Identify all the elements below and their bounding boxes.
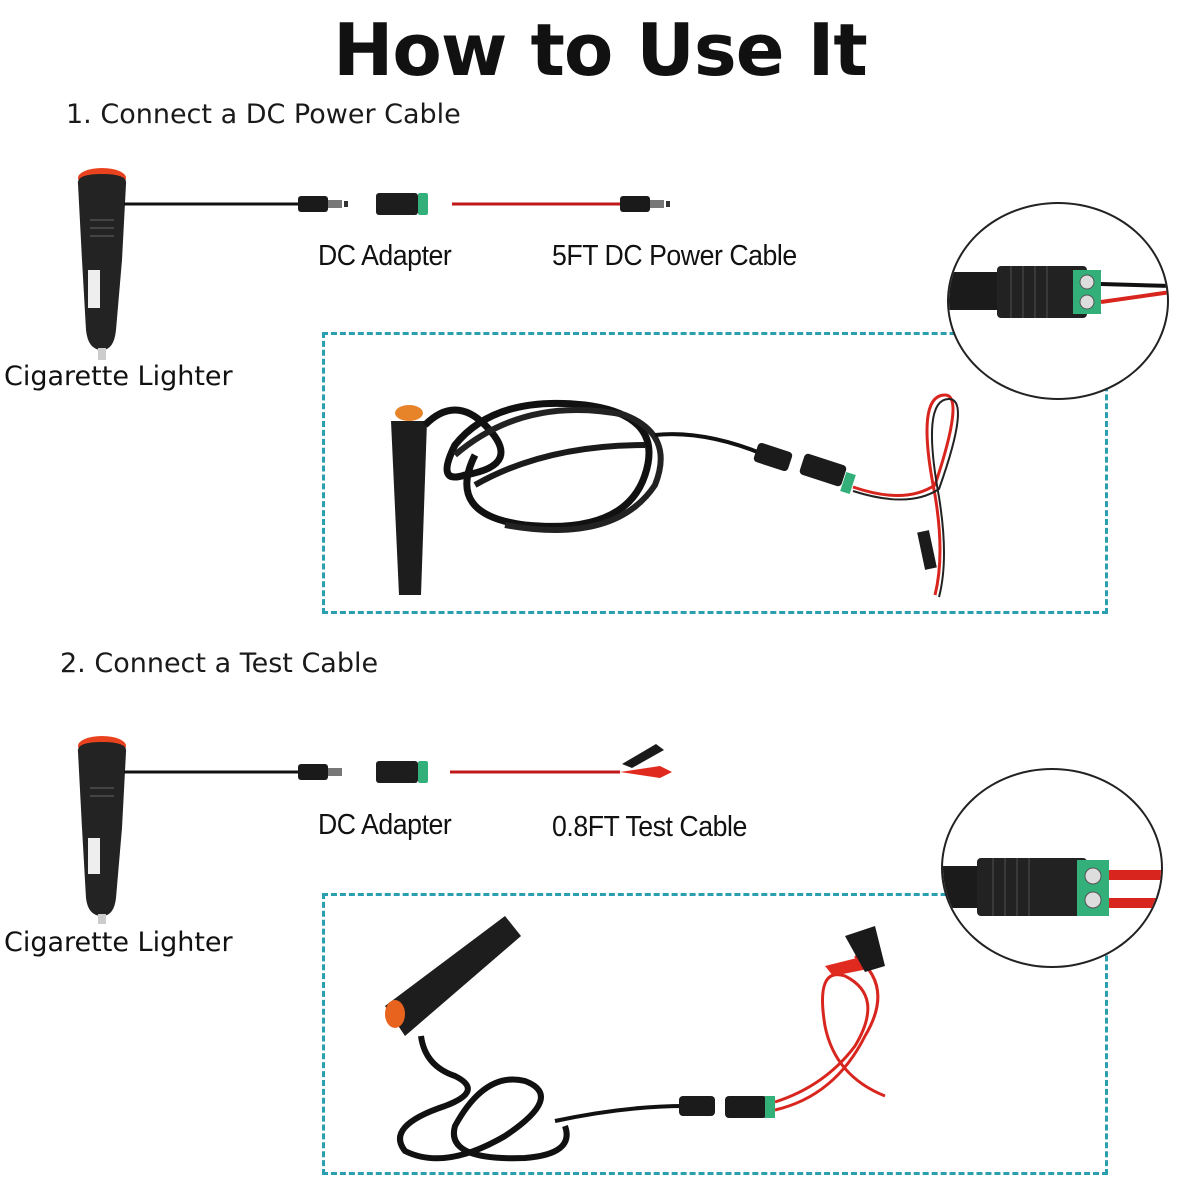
step-1-photo-frame: [322, 332, 1108, 614]
step-1-closeup-circle: [947, 202, 1169, 400]
alligator-clips-icon: [620, 744, 672, 778]
step-2-lighter-label: Cigarette Lighter: [4, 927, 233, 958]
cigarette-lighter-plug-icon: [77, 736, 127, 924]
step-1-cable-label: 5FT DC Power Cable: [552, 240, 797, 272]
step-2-diagram: [77, 736, 672, 924]
dc-female-adapter-icon: [376, 761, 428, 783]
dc-male-plug-icon: [298, 196, 348, 212]
dc-male-plug-icon: [298, 764, 342, 780]
dc-male-plug-end-icon: [620, 196, 670, 212]
test-cable-assembly-photo-icon: [385, 916, 886, 1162]
step-2-heading: 2. Connect a Test Cable: [60, 648, 379, 679]
step-1-heading: 1. Connect a DC Power Cable: [66, 99, 461, 130]
dc-power-cable-assembly-photo-icon: [391, 393, 959, 598]
step-1-adapter-label: DC Adapter: [318, 240, 452, 272]
dc-adapter-terminal-closeup-icon: [949, 266, 1167, 318]
cigarette-lighter-plug-icon: [77, 168, 127, 360]
step-2-photo-frame: [322, 893, 1108, 1175]
step-1-diagram: [77, 168, 670, 360]
dc-female-adapter-icon: [376, 193, 428, 215]
page-title: How to Use It: [333, 8, 868, 92]
step-2-adapter-label: DC Adapter: [318, 809, 452, 841]
dc-adapter-terminal-closeup-icon: [943, 858, 1161, 916]
step-1-lighter-label: Cigarette Lighter: [4, 361, 233, 392]
step-2-closeup-circle: [941, 768, 1163, 968]
step-2-cable-label: 0.8FT Test Cable: [552, 811, 747, 843]
